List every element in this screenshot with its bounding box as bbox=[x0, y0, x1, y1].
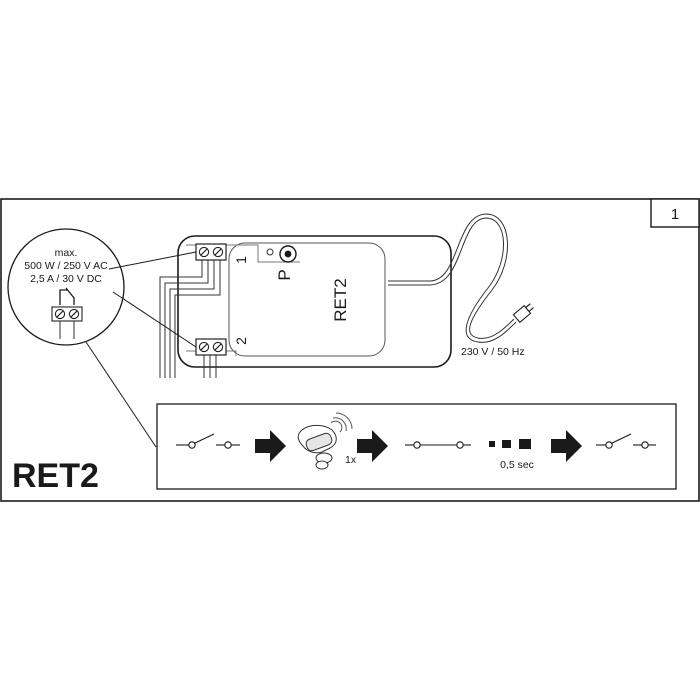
terminal-block-2 bbox=[195, 338, 227, 356]
power-cable bbox=[388, 213, 517, 343]
relay-inset bbox=[7, 228, 125, 346]
relay-rating-line3: 2,5 A / 30 V DC bbox=[30, 273, 102, 285]
delay-label: 0,5 sec bbox=[500, 459, 534, 471]
press-count-label: 1x bbox=[345, 454, 357, 466]
device-label: RET2 bbox=[331, 278, 350, 321]
terminal-wires bbox=[159, 260, 221, 378]
delay-indicator-icon bbox=[489, 439, 531, 449]
power-supply-label: 230 V / 50 Hz bbox=[461, 346, 525, 358]
terminal-1-label: 1 bbox=[233, 256, 249, 264]
switch-open-icon bbox=[176, 433, 240, 449]
page-number-box: 1 bbox=[650, 198, 700, 228]
power-plug-icon bbox=[512, 303, 534, 324]
product-name: RET2 bbox=[12, 457, 99, 495]
arrow-right-icon bbox=[255, 430, 286, 462]
diagram-frame bbox=[0, 198, 700, 502]
page-number: 1 bbox=[671, 206, 679, 223]
program-button bbox=[266, 245, 297, 263]
relay-rating-line2: 500 W / 250 V AC bbox=[24, 260, 108, 272]
switch-closed-icon bbox=[405, 441, 471, 449]
switch-open-icon bbox=[596, 433, 656, 449]
terminal-block-1 bbox=[195, 243, 227, 261]
arrow-right-icon bbox=[357, 430, 388, 462]
arrow-right-icon bbox=[551, 430, 582, 462]
terminal-2-label: 2 bbox=[233, 337, 249, 345]
remote-press-icon bbox=[297, 412, 353, 470]
leader-lines bbox=[85, 251, 197, 448]
program-button-label: P bbox=[275, 269, 294, 280]
relay-rating-line1: max. bbox=[55, 247, 78, 259]
